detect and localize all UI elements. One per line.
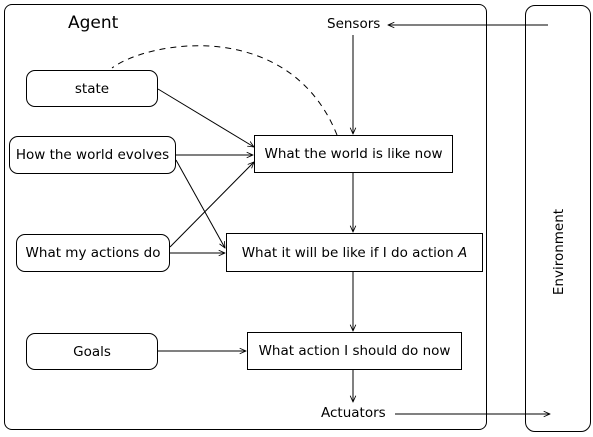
goals-node-label: Goals [73, 343, 111, 360]
environment-frame [525, 5, 591, 432]
if-action-node-label: What it will be like if I do action A [242, 245, 468, 261]
action-variable: A [458, 244, 468, 261]
world-now-node-label: What the world is like now [264, 146, 443, 162]
environment-label: Environment [551, 208, 567, 296]
edge-actions-to-world-now [169, 162, 254, 248]
actuators-label: Actuators [321, 405, 386, 421]
world-evolves-node-label: How the world evolves [15, 147, 170, 163]
edge-world-now-to-state-dashed [111, 45, 338, 136]
agent-frame [4, 4, 487, 430]
if-action-prefix: What it will be like if I do action [241, 244, 459, 261]
if-action-node: What it will be like if I do action A [226, 233, 483, 272]
sensors-label: Sensors [327, 16, 381, 32]
agent-title: Agent [68, 13, 119, 33]
state-node: state [26, 70, 158, 107]
world-evolves-node: How the world evolves [9, 136, 176, 174]
goals-node: Goals [26, 333, 158, 370]
edge-evolves-to-if-action [175, 159, 225, 248]
action-now-node: What action I should do now [247, 332, 462, 370]
edge-state-to-world-now [157, 88, 254, 147]
actions-do-node-label: What my actions do [25, 245, 161, 261]
state-node-label: state [74, 80, 110, 97]
actions-do-node: What my actions do [16, 234, 170, 272]
action-now-node-label: What action I should do now [258, 343, 451, 359]
world-now-node: What the world is like now [254, 135, 453, 173]
